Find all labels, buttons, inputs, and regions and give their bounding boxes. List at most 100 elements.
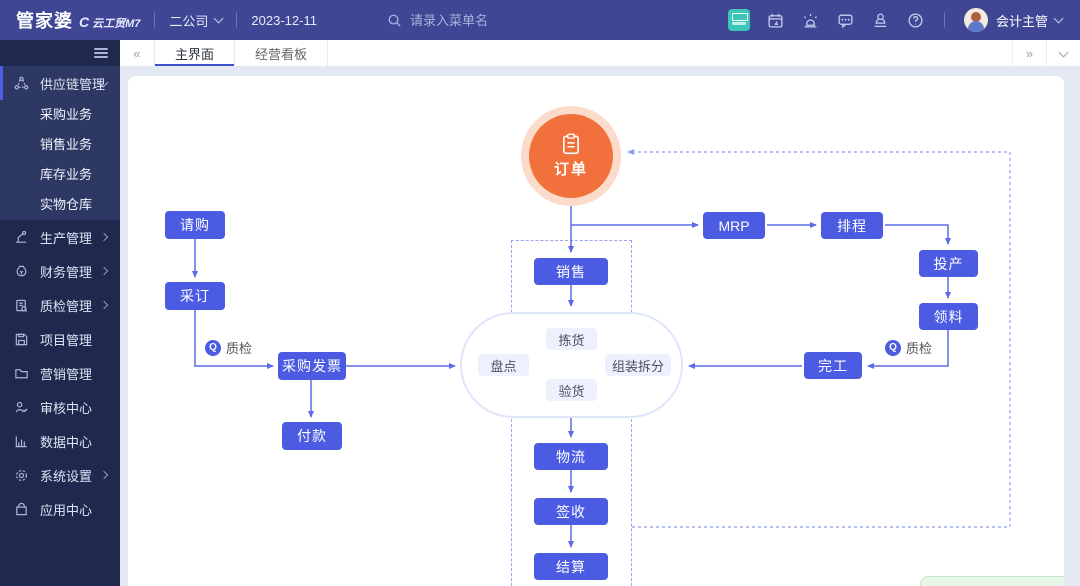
logo-subtext: 云工贸M7 <box>92 18 141 30</box>
node-completion[interactable]: 完工 <box>804 352 862 379</box>
node-settlement[interactable]: 结算 <box>534 553 608 580</box>
topbar-divider <box>943 12 945 28</box>
node-sales[interactable]: 销售 <box>534 258 608 285</box>
gear-icon <box>14 468 29 483</box>
sidebar-item-supply-chain[interactable]: 供应链管理 <box>0 66 120 100</box>
sidebar-item-label: 营销管理 <box>40 366 93 382</box>
node-sign-receipt[interactable]: 签收 <box>534 498 608 525</box>
sidebar-item-label: 生产管理 <box>40 230 93 246</box>
user-menu[interactable]: 会计主管 <box>963 8 1064 32</box>
qc-text: 质检 <box>226 341 253 356</box>
sidebar-item-data-center[interactable]: 数据中心 <box>0 424 120 458</box>
sidebar-item-label: 系统设置 <box>40 468 93 484</box>
tab-main-screen[interactable]: 主界面 <box>154 40 236 66</box>
tab-business-dashboard[interactable]: 经营看板 <box>235 40 329 66</box>
message-icon[interactable] <box>837 11 855 29</box>
sidebar-item-label: 供应链管理 <box>40 76 106 92</box>
app-center-icon <box>14 502 29 517</box>
sidebar-item-purchase[interactable]: 采购业务 <box>0 100 120 130</box>
supply-chain-icon <box>14 76 29 91</box>
sidebar-item-production[interactable]: 生产管理 <box>0 220 120 254</box>
sidebar-item-label: 财务管理 <box>40 264 93 280</box>
chevron-right-icon <box>99 470 109 480</box>
sidebar-item-quality[interactable]: 质检管理 <box>0 288 120 322</box>
sidebar-item-label: 质检管理 <box>40 298 93 314</box>
sidebar-item-sales[interactable]: 销售业务 <box>0 130 120 160</box>
sidebar-group-supply-chain-block: 供应链管理 采购业务 销售业务 库存业务 实物仓库 <box>0 66 120 220</box>
node-inspection-goods[interactable]: 验货 <box>546 379 597 401</box>
node-logistics[interactable]: 物流 <box>534 443 608 470</box>
seal-icon[interactable] <box>872 11 890 29</box>
node-order[interactable]: 订单 <box>521 106 621 206</box>
qc-icon: Q <box>885 339 901 356</box>
sidebar-item-warehouse[interactable]: 实物仓库 <box>0 190 120 220</box>
node-scheduling[interactable]: 排程 <box>821 212 883 239</box>
approval-icon <box>14 400 29 415</box>
assistant-badge-icon[interactable] <box>727 9 750 31</box>
data-center-icon <box>14 434 29 449</box>
finance-icon <box>14 264 29 279</box>
app-logo[interactable]: 管家婆 Ϲ 云工贸M7 <box>16 7 140 33</box>
node-picking[interactable]: 拣货 <box>546 328 597 350</box>
node-material-issue[interactable]: 领料 <box>919 303 978 330</box>
sidebar-item-marketing[interactable]: 营销管理 <box>0 356 120 390</box>
sidebar-item-app-center[interactable]: 应用中心 <box>0 492 120 526</box>
company-name: 二公司 <box>169 13 209 29</box>
marketing-icon <box>14 366 29 381</box>
sidebar-item-label: 数据中心 <box>40 434 93 450</box>
chevron-down-icon <box>1053 13 1064 24</box>
flowchart-canvas: 订单 请购 采订 采购发票 付款 销售 物流 签收 结算 MRP 排程 投产 领… <box>128 76 1064 586</box>
node-start-production[interactable]: 投产 <box>919 250 978 277</box>
alarm-icon[interactable] <box>802 11 820 29</box>
order-document-icon <box>563 133 579 155</box>
sidebar-item-project[interactable]: 项目管理 <box>0 322 120 356</box>
node-purchase-request[interactable]: 请购 <box>165 211 225 239</box>
chevron-right-icon <box>99 300 109 310</box>
top-bar: 管家婆 Ϲ 云工贸M7 二公司 2023-12-11 <box>0 0 1080 40</box>
node-mrp[interactable]: MRP <box>703 212 765 239</box>
sidebar-item-label: 应用中心 <box>40 502 93 518</box>
node-purchase-invoice[interactable]: 采购发票 <box>278 352 346 380</box>
business-date[interactable]: 2023-12-11 <box>251 12 317 28</box>
node-assembly-split[interactable]: 组装拆分 <box>605 354 671 376</box>
qc-icon: Q <box>205 339 221 356</box>
calendar-icon[interactable] <box>767 11 785 29</box>
sidebar-item-inventory[interactable]: 库存业务 <box>0 160 120 190</box>
project-icon <box>14 332 29 347</box>
company-selector[interactable]: 二公司 <box>169 11 224 30</box>
topbar-divider <box>236 12 238 28</box>
tabs-dropdown-icon[interactable] <box>1046 40 1080 66</box>
qc-label-purchase: Q 质检 <box>205 338 252 357</box>
active-indicator <box>0 66 3 100</box>
node-payment[interactable]: 付款 <box>282 422 342 450</box>
user-avatar <box>963 8 988 32</box>
topbar-divider <box>154 12 156 28</box>
production-icon <box>14 230 29 245</box>
node-purchase-order[interactable]: 采订 <box>165 282 225 310</box>
tabs-scroll-left-icon[interactable]: « <box>133 45 141 61</box>
sidebar-item-approval[interactable]: 审核中心 <box>0 390 120 424</box>
help-icon[interactable] <box>907 11 925 29</box>
sidebar-item-label: 审核中心 <box>40 400 93 416</box>
chevron-right-icon <box>99 266 109 276</box>
qc-text: 质检 <box>906 341 933 356</box>
chevron-down-icon <box>213 13 224 24</box>
chevron-down-icon <box>1058 47 1069 57</box>
logo-swoosh: Ϲ <box>79 14 90 30</box>
user-name: 会计主管 <box>995 13 1048 29</box>
sidebar-collapse-icon[interactable] <box>94 48 108 58</box>
search-icon <box>388 14 401 27</box>
node-label: 订单 <box>553 161 588 178</box>
sidebar-item-finance[interactable]: 财务管理 <box>0 254 120 288</box>
sidebar-item-settings[interactable]: 系统设置 <box>0 458 120 492</box>
node-stocktake[interactable]: 盘点 <box>478 354 529 376</box>
quality-icon <box>14 298 29 313</box>
search-input[interactable] <box>409 12 550 28</box>
qc-label-production: Q 质检 <box>885 338 932 357</box>
notification-panel-partial[interactable] <box>920 576 1064 586</box>
tabs-scroll-right-icon[interactable]: » <box>1012 40 1046 66</box>
sidebar-item-label: 项目管理 <box>40 332 93 348</box>
menu-search[interactable] <box>387 12 550 28</box>
sidebar: 供应链管理 采购业务 销售业务 库存业务 实物仓库 生产管理 <box>0 40 120 586</box>
